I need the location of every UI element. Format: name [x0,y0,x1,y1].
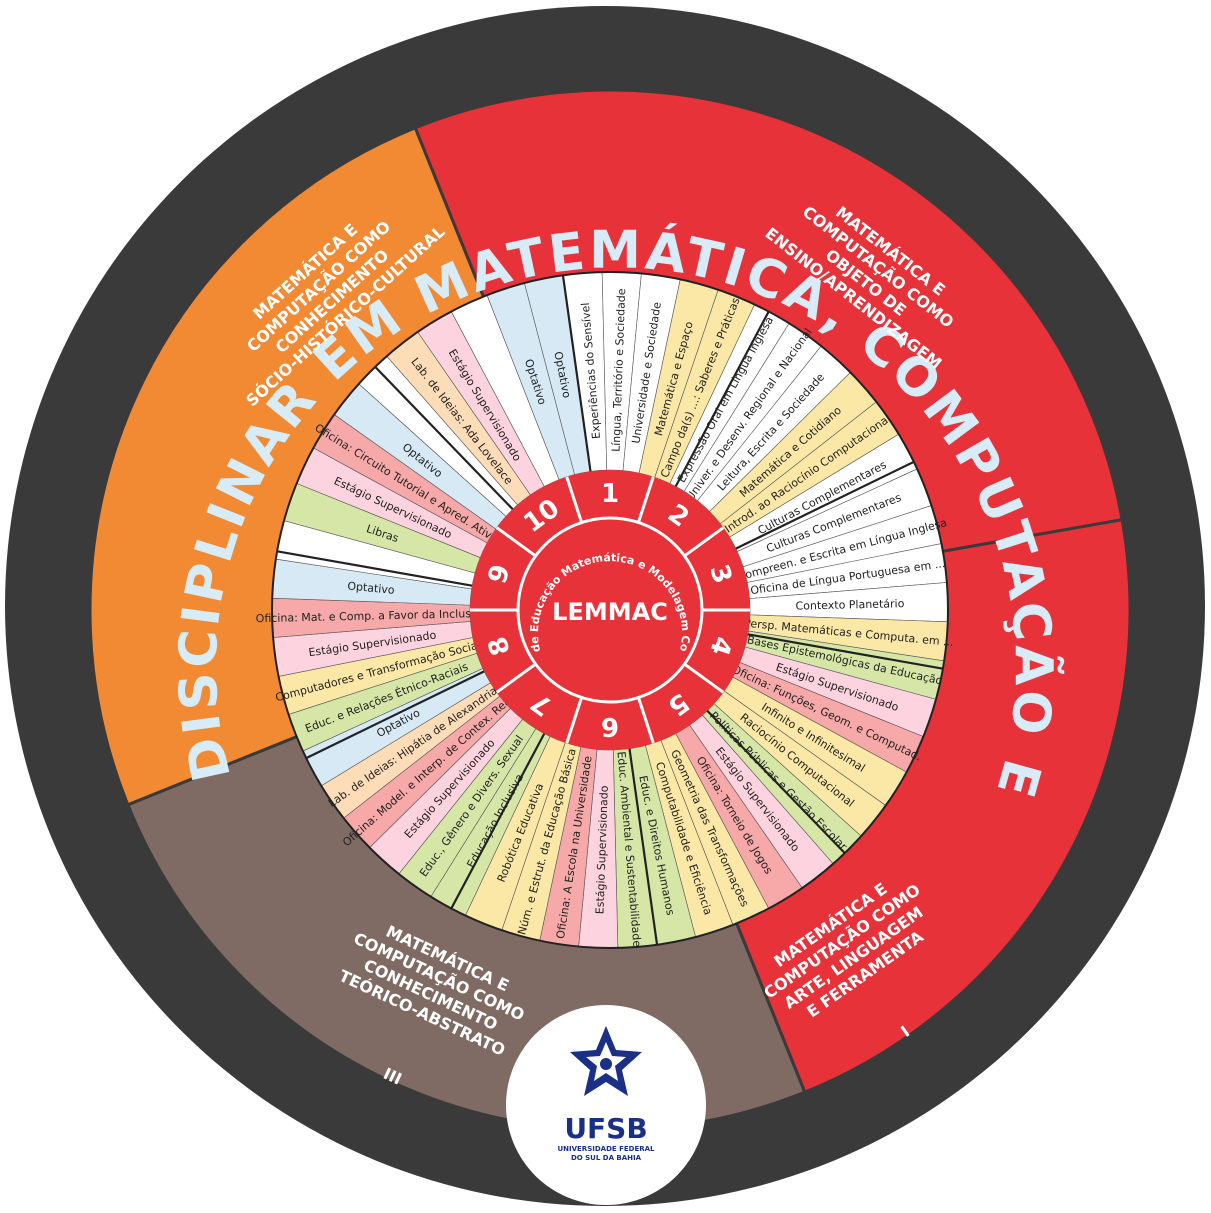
hub-center-label: LEMMAC [552,598,668,626]
course-label: Contexto Planetário [795,597,904,613]
semester-divider [495,662,537,694]
course-label: Estágio Supervisionado [593,785,610,914]
semester-number: 6 [601,711,619,741]
semester-separator [747,633,944,670]
course-label: Optativo [347,580,396,597]
semester-separator [305,670,485,760]
logo-name: UFSB [564,1112,647,1145]
logo-subtitle-1: UNIVERSIDADE FEDERAL [557,1145,655,1153]
hub-inner [516,516,704,704]
semester-divider [565,476,583,523]
semester-separator [561,275,592,472]
semester-divider [683,662,725,694]
semester-separator [374,366,514,511]
course-ring-border [271,271,949,949]
semester-separator [674,311,770,487]
semester-divider [683,526,725,558]
logo-subtitle-2: DO SUL DA BAHIA [571,1154,642,1162]
logo-circle [506,1005,706,1205]
semester-separator [450,733,546,909]
ufsb-logo: UFSB UNIVERSIDADE FEDERAL DO SUL DA BAHI… [506,1005,706,1205]
semester-separator [735,460,915,550]
semester-separator [706,709,846,854]
semester-divider [637,476,655,523]
course-label: Língua, Território e Sociedade [610,288,629,452]
semester-number: 1 [601,479,619,509]
semester-separator [628,748,659,945]
semester-separator [276,550,473,587]
course-label: Oficina: Mat. e Comp. a Favor da Inclusã… [256,607,485,625]
semester-divider [495,526,537,558]
star-logo-icon [570,1026,642,1096]
semester-divider [637,697,655,744]
semester-divider [565,697,583,744]
